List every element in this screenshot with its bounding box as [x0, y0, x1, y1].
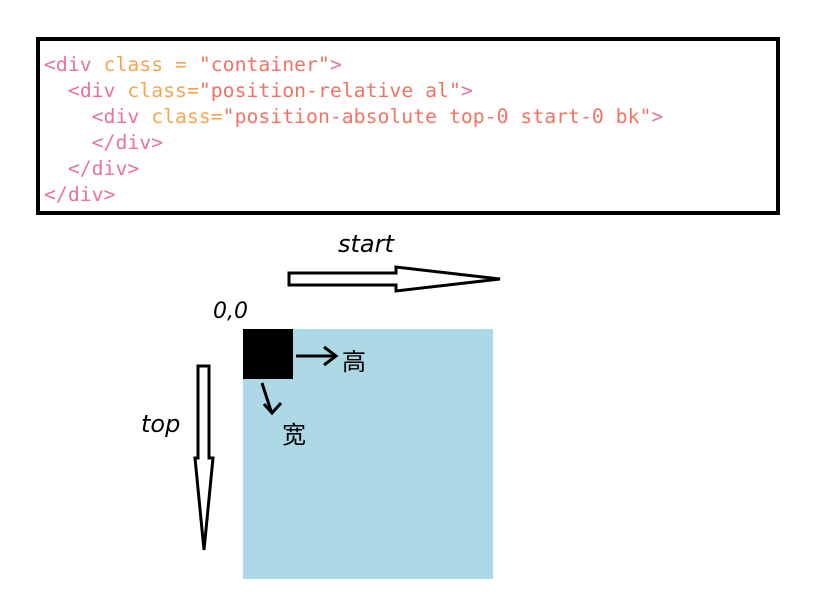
code-line: <div class="position-absolute top-0 star…	[44, 104, 664, 130]
start-arrow-icon	[287, 265, 501, 293]
code-line: </div>	[44, 182, 115, 208]
code-line: </div>	[44, 156, 139, 182]
code-eq: =	[163, 53, 199, 76]
code-tag-close: >	[460, 79, 473, 102]
start-label: start	[338, 230, 395, 258]
code-tag-open: <div	[91, 105, 140, 128]
height-label: 高	[342, 348, 366, 376]
code-line: </div>	[44, 130, 163, 156]
code-attr: class	[151, 105, 211, 128]
origin-label: 0,0	[213, 299, 248, 324]
code-tag-close: >	[651, 105, 664, 128]
absolute-square	[243, 329, 293, 379]
code-line: <div class="position-relative al">	[44, 78, 473, 104]
code-tag-open: <div	[67, 79, 116, 102]
code-value: "position-absolute top-0 start-0 bk"	[222, 105, 652, 128]
code-attr: class	[103, 53, 164, 76]
code-value: "container"	[198, 53, 330, 76]
code-tag-open: <div	[44, 53, 92, 76]
code-tag-open: </div>	[91, 131, 164, 154]
code-tag-open: </div>	[44, 183, 116, 206]
top-arrow-icon	[193, 364, 215, 551]
code-value: "position-relative al"	[198, 79, 461, 102]
width-arrow-icon	[260, 382, 283, 416]
code-eq: =	[186, 79, 199, 102]
code-tag-close: >	[329, 53, 342, 76]
code-block: <div class = "container"> <div class="po…	[36, 37, 780, 215]
code-line: <div class = "container">	[44, 52, 342, 78]
code-attr: class	[127, 79, 187, 102]
code-tag-open: </div>	[67, 157, 140, 180]
code-eq: =	[210, 105, 223, 128]
width-label: 宽	[282, 421, 306, 449]
height-arrow-icon	[296, 345, 339, 367]
top-label: top	[141, 410, 180, 438]
